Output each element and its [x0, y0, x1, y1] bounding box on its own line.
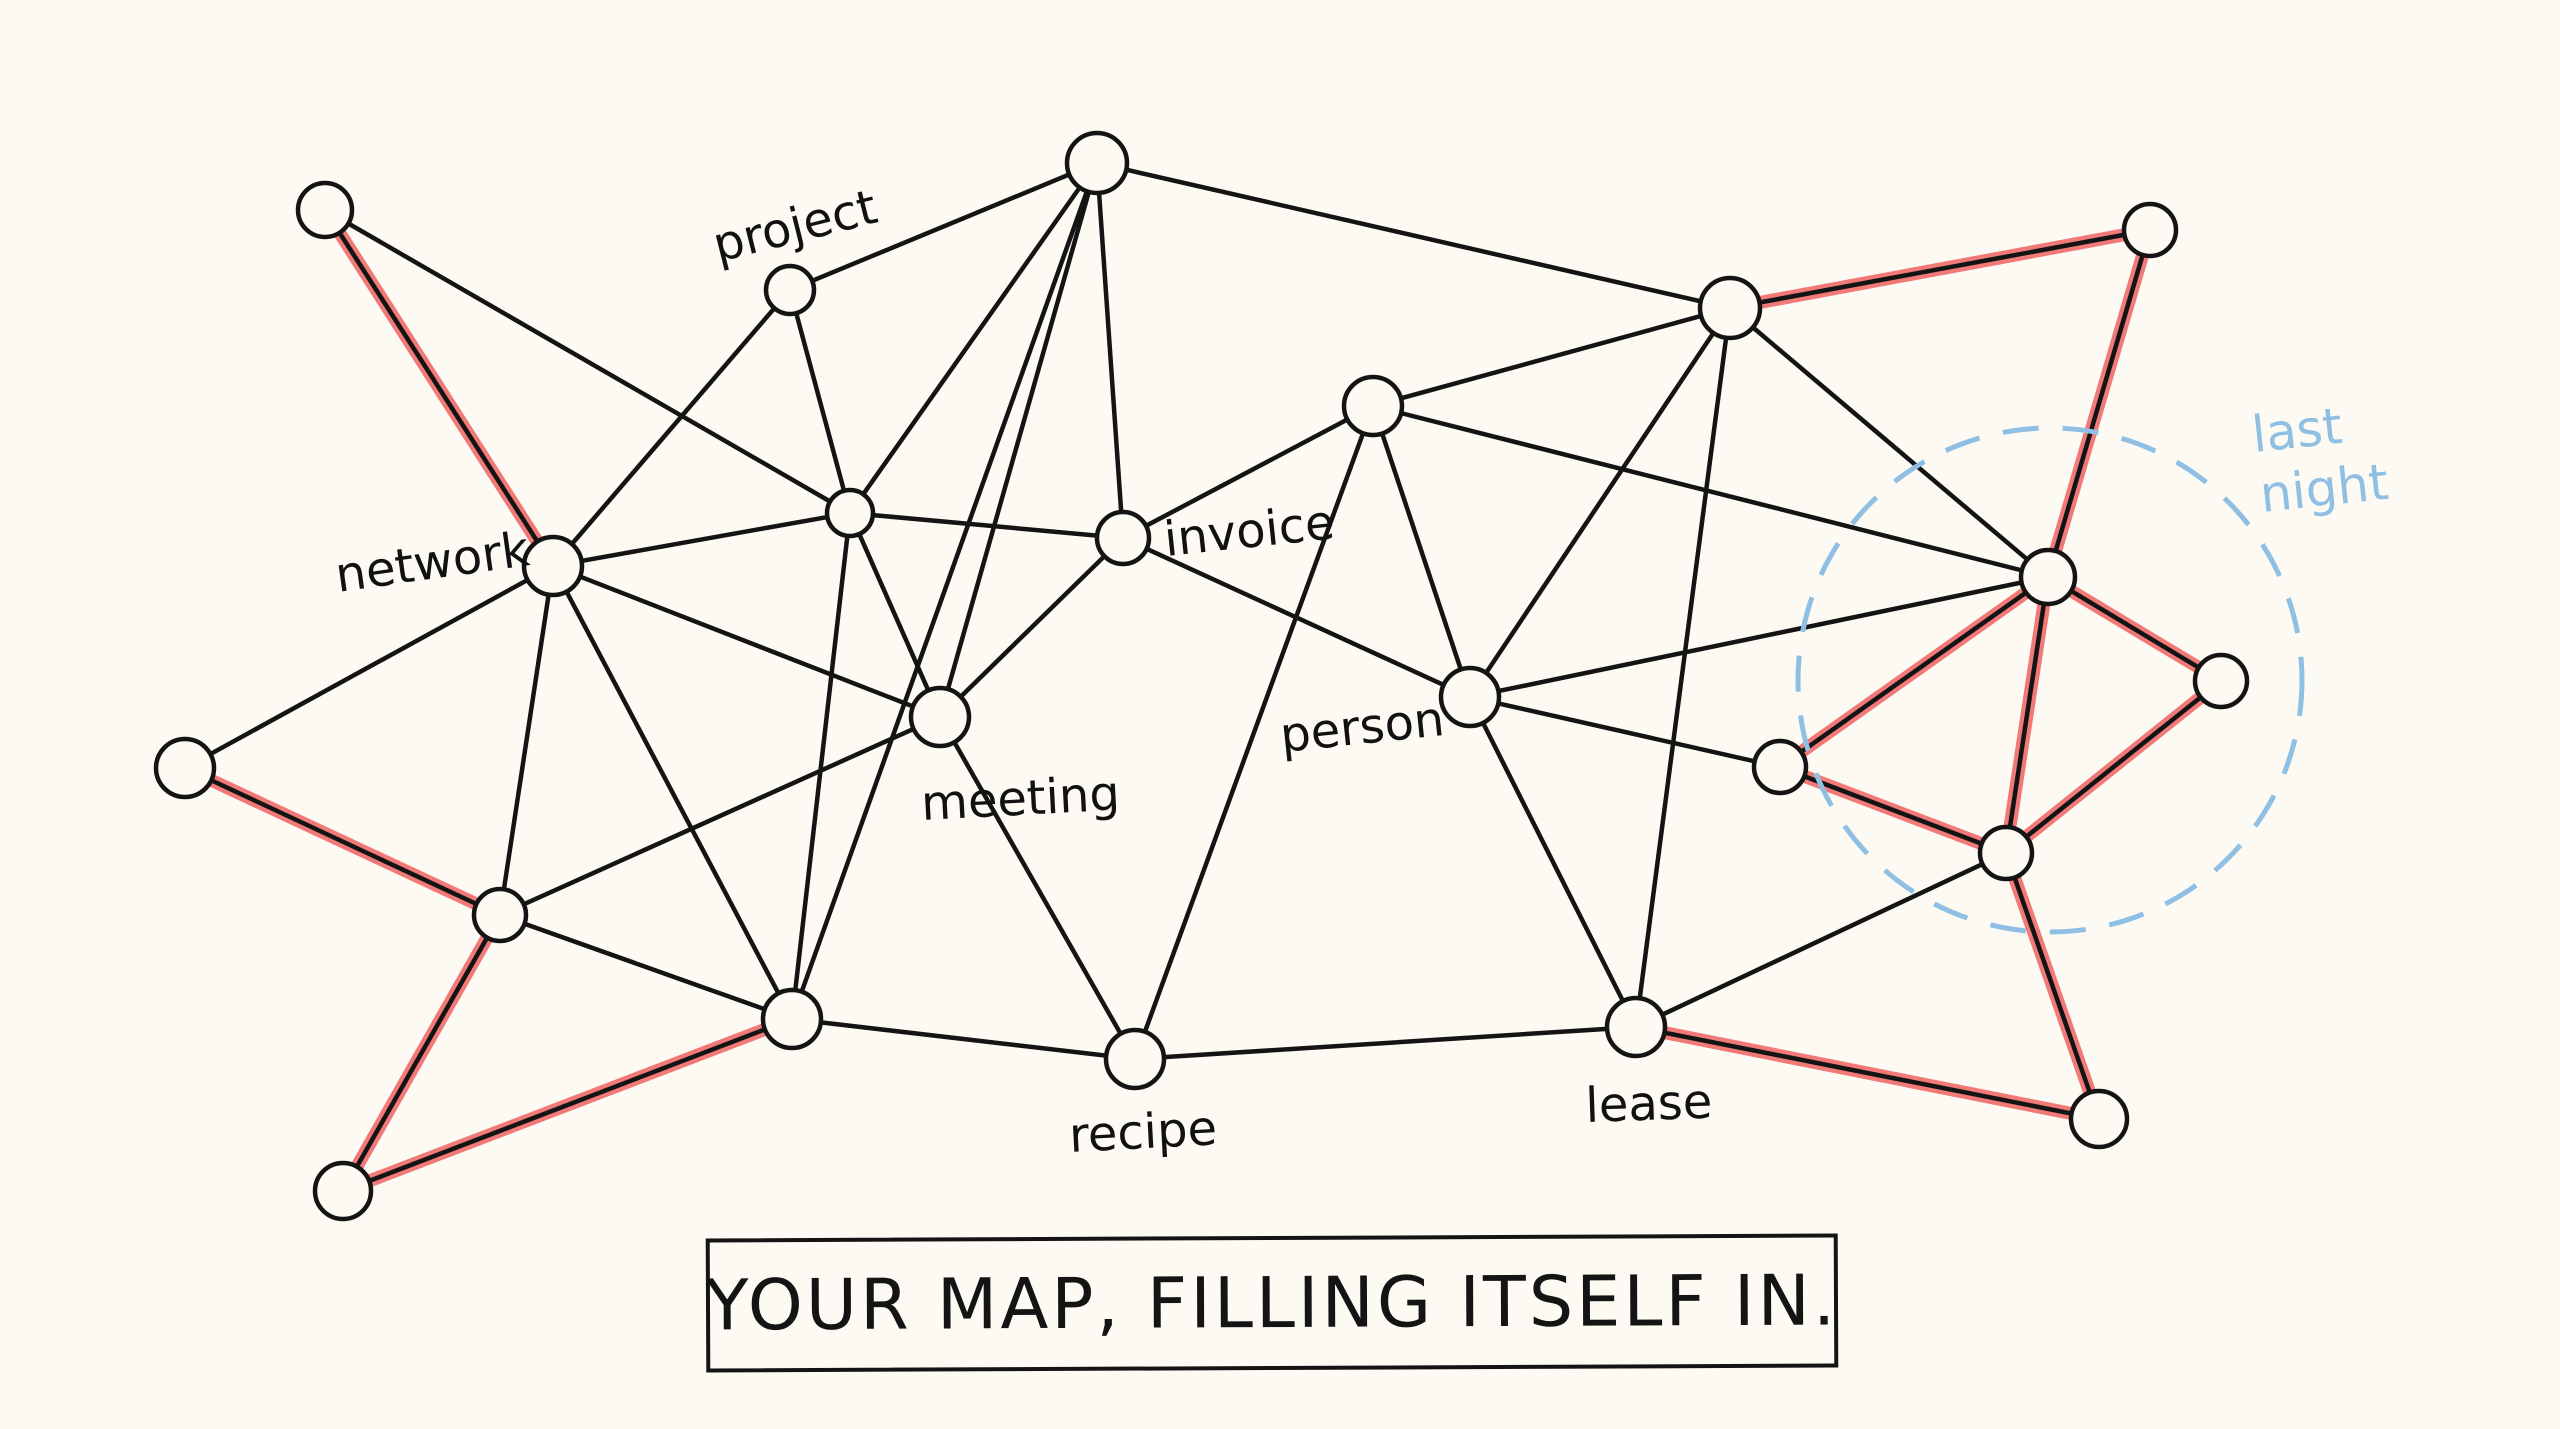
edge-d-l	[1483, 330, 1716, 676]
node-u	[2068, 1088, 2130, 1150]
node-i	[521, 534, 585, 598]
edge-c-h	[1096, 190, 1124, 515]
edge-k-s	[952, 739, 1123, 1037]
edge-s-t	[1161, 1026, 1610, 1060]
edge-g-r	[793, 533, 850, 993]
node-v	[312, 1160, 374, 1222]
node-e	[2121, 201, 2179, 259]
edge-b-i	[569, 305, 777, 547]
label-recipe: recipe	[1068, 1100, 1219, 1164]
node-m	[153, 736, 217, 800]
annotation-last: last	[2249, 397, 2345, 464]
edge-j-q	[2007, 601, 2047, 830]
caption-box: YOUR MAP, FILLING ITSELF IN.	[705, 1233, 1839, 1373]
node-n	[2192, 652, 2250, 710]
edge-j-l	[1496, 580, 2024, 694]
edge-d-f	[1398, 313, 1704, 401]
node-q	[1977, 824, 2035, 882]
edge-r-v	[366, 1027, 768, 1184]
label-project: project	[707, 179, 882, 274]
caption-text: YOUR MAP, FILLING ITSELF IN.	[705, 1259, 1839, 1347]
edge-k-p	[521, 726, 916, 907]
edge-i-p	[501, 592, 551, 892]
node-o	[1751, 738, 1809, 796]
edge-d-e	[1757, 232, 2127, 305]
edge-a-g	[346, 221, 833, 504]
label-meeting: meeting	[920, 766, 1122, 832]
edge-i-m	[208, 577, 530, 757]
edge-j-o	[1798, 590, 2029, 755]
edge-c-g	[861, 185, 1082, 497]
edge-o-q	[1802, 773, 1984, 847]
edge-q-u	[2012, 875, 2093, 1095]
edge-b-c	[809, 172, 1072, 284]
edge-m-p	[209, 778, 479, 907]
edge-f-h	[1143, 417, 1350, 529]
highlighted-edges	[204, 226, 2208, 1188]
node-l	[1438, 665, 1502, 729]
node-a	[295, 180, 355, 240]
edge-q-t	[1659, 861, 1985, 1017]
label-person: person	[1277, 691, 1446, 764]
node-h	[1094, 509, 1152, 567]
annotation-night: night	[2257, 453, 2391, 524]
node-r	[760, 987, 824, 1051]
node-t	[1604, 995, 1668, 1059]
node-j	[2018, 547, 2078, 607]
edge-p-r	[522, 921, 767, 1012]
node-c	[1064, 130, 1130, 196]
edge-t-u	[1662, 1030, 2074, 1116]
edge-c-r	[799, 189, 1090, 994]
edge-d-t	[1637, 335, 1729, 1001]
node-b	[763, 263, 817, 317]
node-k	[908, 685, 972, 749]
edge-h-k	[958, 553, 1107, 699]
edge-e-j	[2053, 252, 2145, 554]
last-night-highlight-circle	[1795, 425, 2305, 935]
edge-f-j	[1398, 410, 2025, 573]
edge-a-i	[337, 230, 540, 544]
node-d	[1697, 275, 1763, 341]
edge-r-s	[818, 1020, 1109, 1058]
edge-p-v	[354, 935, 490, 1169]
edge-c-d	[1123, 167, 1704, 304]
node-p	[471, 886, 529, 944]
node-f	[1341, 374, 1405, 438]
edge-n-q	[2024, 694, 2203, 840]
graph-edges	[208, 167, 2203, 1184]
node-g	[824, 487, 876, 539]
edge-l-o	[1496, 701, 1757, 764]
edge-f-s	[1142, 430, 1366, 1035]
label-lease: lease	[1584, 1074, 1713, 1134]
edge-f-l	[1379, 431, 1464, 672]
edge-g-k	[857, 531, 931, 693]
edge-i-r	[564, 589, 781, 996]
edge-g-i	[579, 514, 830, 564]
edge-b-g	[793, 310, 847, 494]
edge-c-k	[945, 189, 1092, 692]
edge-l-t	[1480, 720, 1626, 1004]
graph-nodes	[153, 130, 2250, 1222]
node-s	[1103, 1027, 1167, 1091]
edge-i-k	[577, 574, 916, 709]
edge-j-n	[2068, 588, 2201, 670]
edge-g-h	[870, 512, 1100, 538]
edge-d-j	[1750, 325, 2030, 562]
